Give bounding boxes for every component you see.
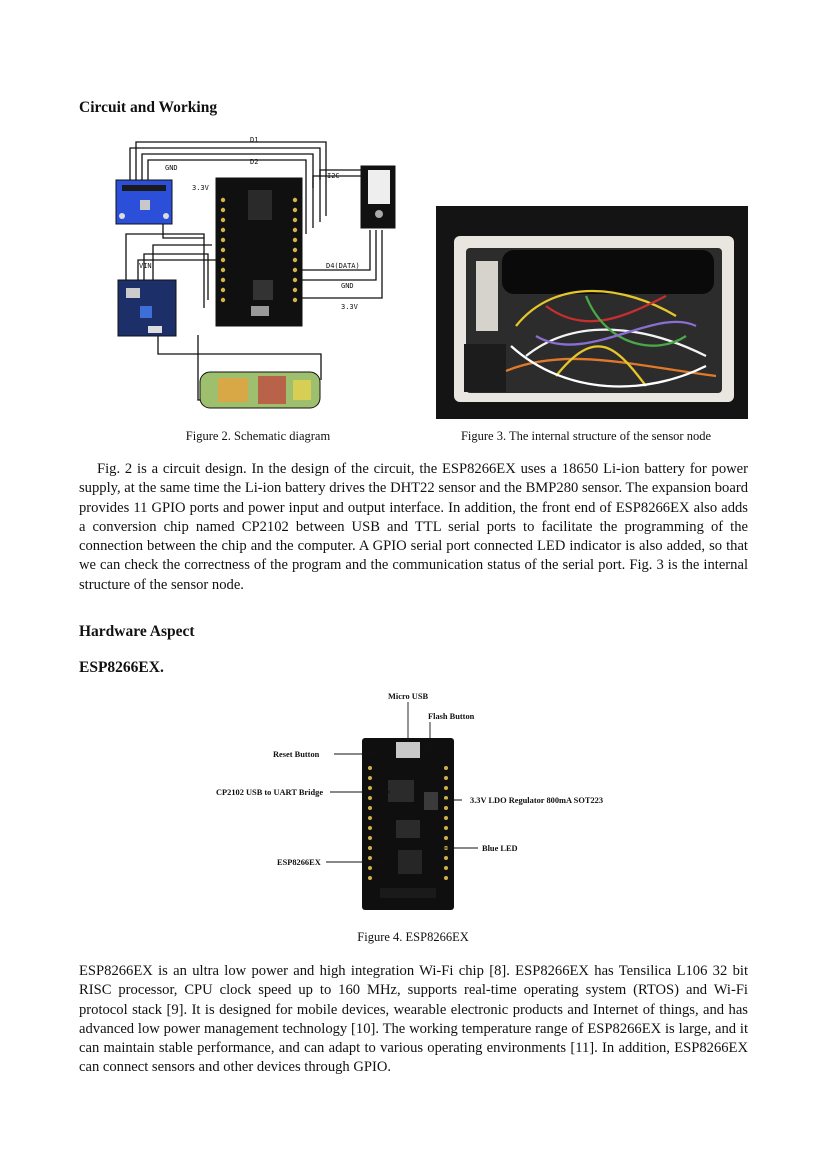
label-reset-button: Reset Button — [273, 750, 320, 759]
schematic-label-vin: VIN — [139, 262, 152, 270]
figure3-caption: Figure 3. The internal structure of the … — [460, 429, 712, 443]
section-heading-circuit: Circuit and Working — [79, 99, 218, 116]
schematic-label-3v3-top: 3.3V — [192, 184, 210, 192]
schematic-label-d2: D2 — [250, 158, 258, 166]
label-esp8266ex: ESP8266EX — [277, 858, 321, 867]
esp8266ex-board-figure: Micro USB Flash Button Reset Button CP21… — [216, 692, 603, 910]
label-ldo-regulator: 3.3V LDO Regulator 800mA SOT223 — [470, 796, 603, 805]
label-blue-led: Blue LED — [482, 844, 518, 853]
schematic-label-i2c: I2C — [327, 172, 340, 180]
section-heading-esp: ESP8266EX. — [79, 659, 164, 676]
sensor-node-photo — [436, 206, 748, 419]
schematic-label-d1: D1 — [250, 136, 258, 144]
figure2-caption: Figure 2. Schematic diagram — [185, 429, 331, 443]
paragraph-circuit: Fig. 2 is a circuit design. In the desig… — [79, 461, 748, 593]
schematic-label-gnd-top: GND — [165, 164, 178, 172]
paragraph-esp8266ex: ESP8266EX is an ultra low power and high… — [79, 963, 748, 1076]
label-cp2102: CP2102 USB to UART Bridge — [216, 788, 323, 797]
label-flash-button: Flash Button — [428, 712, 475, 721]
section-heading-hardware: Hardware Aspect — [79, 623, 195, 640]
figure4-caption: Figure 4. ESP8266EX — [357, 930, 469, 944]
schematic-label-d4: D4(DATA) — [326, 262, 360, 270]
schematic-label-3v3: 3.3V — [341, 303, 359, 311]
label-micro-usb: Micro USB — [388, 692, 429, 701]
schematic-label-gnd: GND — [341, 282, 354, 290]
schematic-diagram: D1 D2 GND 3.3V I2C VIN D4(DATA) GND 3.3V — [115, 136, 396, 409]
